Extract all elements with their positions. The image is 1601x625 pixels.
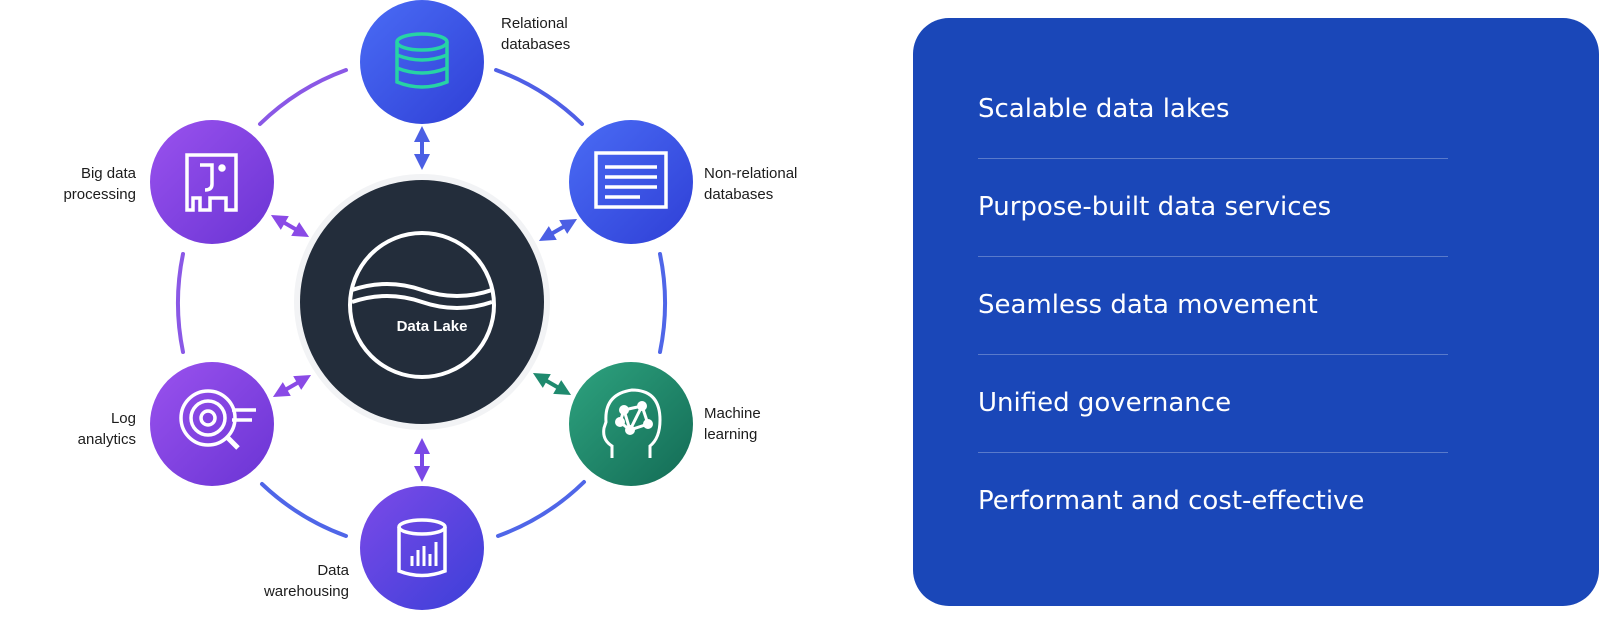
document-list-icon	[594, 151, 668, 209]
connector-warehouse	[414, 438, 430, 482]
node-nonrelational	[569, 120, 693, 244]
database-icon	[395, 32, 449, 89]
connectors	[270, 126, 578, 482]
feature-item-governance: Unified governance	[978, 388, 1232, 418]
target-search-icon	[179, 389, 256, 450]
node-label-relational: Relational databases	[501, 15, 571, 53]
connector-log	[272, 375, 312, 397]
feature-item-purpose-built: Purpose-built data services	[978, 192, 1332, 222]
data-lake-center	[294, 174, 550, 430]
brain-head-icon	[602, 388, 662, 458]
data-lake-diagram: Data Lake Relational databases Non-relat…	[63, 0, 798, 610]
node-label-nonrelational: Non-relational databases	[704, 165, 798, 203]
lake-icon	[348, 231, 496, 379]
node-ml	[569, 362, 693, 486]
node-label-log: Log analytics	[77, 410, 136, 448]
data-lake-label: Data Lake	[396, 318, 468, 335]
node-warehouse	[360, 486, 484, 610]
feature-item-performant: Performant and cost-effective	[978, 486, 1365, 516]
node-label-bigdata: Big data processing	[63, 165, 136, 203]
node-log	[150, 362, 274, 486]
feature-divider	[978, 256, 1448, 257]
node-label-warehouse: Data warehousing	[263, 562, 349, 600]
feature-item-movement: Seamless data movement	[978, 290, 1318, 320]
feature-item-scalable: Scalable data lakes	[978, 94, 1230, 124]
node-relational	[360, 0, 484, 124]
ring-arc-bottom-left	[260, 482, 348, 538]
feature-divider	[978, 354, 1448, 355]
ring-arc-bottom-right	[496, 480, 586, 538]
feature-divider	[978, 452, 1448, 453]
features-panel: Scalable data lakes Purpose-built data s…	[913, 18, 1599, 606]
elephant-icon	[185, 153, 238, 212]
diagram-graphic	[150, 0, 693, 610]
node-bigdata	[150, 120, 274, 244]
bar-chart-cylinder-icon	[397, 518, 447, 578]
ring-arc-left	[175, 252, 185, 354]
connector-relational	[414, 126, 430, 170]
ring-arc-top-left	[258, 68, 348, 126]
feature-divider	[978, 158, 1448, 159]
connector-ml	[532, 373, 572, 395]
ring-arc-right	[658, 252, 668, 354]
outer-ring	[175, 68, 668, 538]
connector-bigdata	[270, 215, 310, 237]
ring-arc-top-right	[494, 68, 584, 126]
connector-nonrelational	[538, 219, 578, 241]
node-label-ml: Machine learning	[704, 405, 761, 443]
